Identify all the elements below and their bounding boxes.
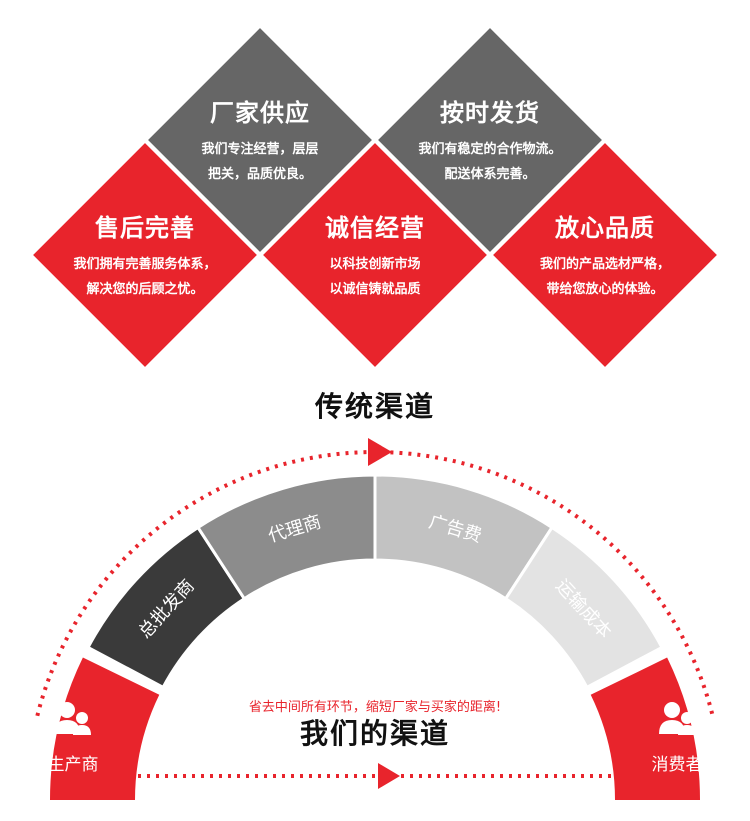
card-text: 我们专注经营，层层 <box>201 142 319 157</box>
producer-box <box>50 657 160 800</box>
card-text: 以诚信铸就品质 <box>329 282 421 297</box>
card-integrity-shape <box>258 138 492 372</box>
card-text: 配送体系完善。 <box>444 167 536 182</box>
producer-label: 生产商 <box>47 755 99 775</box>
card-integrity: 诚信经营 以科技创新市场 以诚信铸就品质 <box>260 140 490 370</box>
traditional-route-arrow <box>368 438 392 466</box>
slogan-text: 省去中间所有环节，缩短厂家与买家的距离! <box>248 700 502 715</box>
traditional-channel-title: 传统渠道 <box>314 390 435 423</box>
consumer-box <box>590 657 700 800</box>
card-text: 我们的产品选材严格， <box>539 257 670 272</box>
traditional-channel-arc: 总批发商代理商广告费运输成本 <box>35 438 715 717</box>
card-after-sales: 售后完善 我们拥有完善服务体系， 解决您的后顾之忧。 <box>30 140 260 370</box>
card-title: 厂家供应 <box>210 99 310 127</box>
segment-advertising <box>373 473 555 601</box>
card-on-time-delivery: 按时发货 我们有稳定的合作物流。 配送体系完善。 <box>375 25 605 255</box>
card-text: 我们拥有完善服务体系， <box>73 257 217 272</box>
segment-agent <box>195 473 377 601</box>
end-boxes <box>50 657 700 800</box>
card-title: 诚信经营 <box>325 214 425 242</box>
card-text: 解决您的后顾之忧。 <box>86 282 204 297</box>
card-title: 售后完善 <box>95 214 195 242</box>
card-text: 以科技创新市场 <box>329 257 421 272</box>
card-after-sales-shape <box>28 138 262 372</box>
producer-people-icon <box>54 702 91 735</box>
card-quality-shape <box>488 138 722 372</box>
card-manufacturer-supply: 厂家供应 我们专注经营，层层 把关，品质优良。 <box>145 25 375 255</box>
direct-route-arrow <box>378 763 400 789</box>
card-title: 按时发货 <box>440 99 540 127</box>
consumer-people-icon <box>659 702 696 735</box>
card-text: 带给您放心的体验。 <box>546 282 664 297</box>
card-title: 放心品质 <box>555 214 655 242</box>
feature-diamond-shapes <box>28 23 722 372</box>
our-channel-title: 我们的渠道 <box>299 717 450 750</box>
segment-transport <box>503 525 664 690</box>
card-quality: 放心品质 我们的产品选材严格， 带给您放心的体验。 <box>490 140 720 370</box>
segment-wholesaler <box>86 525 247 690</box>
card-text: 把关，品质优良。 <box>207 167 312 182</box>
consumer-label: 消费者 <box>651 755 703 775</box>
card-text: 我们有稳定的合作物流。 <box>418 142 562 157</box>
